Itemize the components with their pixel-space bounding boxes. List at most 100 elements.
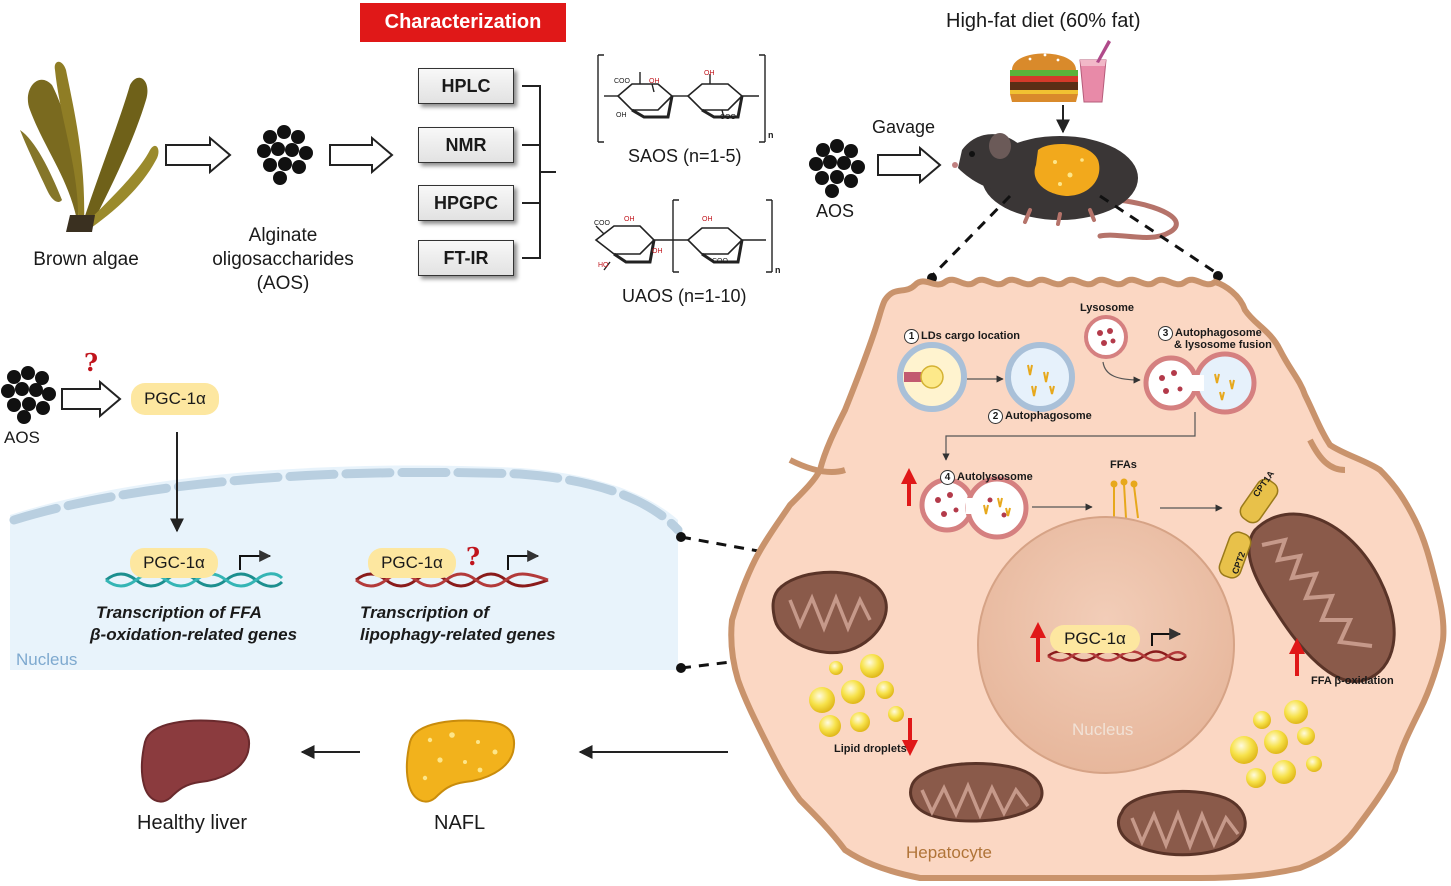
aos-dots-mechanism xyxy=(1,366,56,424)
method-box-ftir: FT-IR xyxy=(418,240,514,276)
ffa-oxidation-label: FFA β-oxidation xyxy=(1311,675,1394,687)
aos-mechanism-label: AOS xyxy=(4,428,40,447)
autophagosome-label: Autophagosome xyxy=(1005,410,1092,422)
methods-bracket xyxy=(522,85,556,259)
burger-illustration xyxy=(1010,53,1078,102)
lipid-droplets-label: Lipid droplets xyxy=(834,743,907,755)
cell-nucleus-label: Nucleus xyxy=(1072,720,1134,739)
uaos-oh-1: OH xyxy=(624,216,635,223)
lds-cargo-graphic xyxy=(897,342,967,412)
ffas-graphic xyxy=(1110,478,1139,519)
question-mark-pgc: ? xyxy=(84,348,99,377)
nucleus-panel-label: Nucleus xyxy=(16,650,78,669)
cpt2-protein xyxy=(1218,531,1252,579)
method-box-hpgpc: HPGPC xyxy=(418,185,514,221)
step-number-1: 1 xyxy=(904,329,919,344)
uaos-coo-1: COO xyxy=(594,220,610,227)
fusion-graphic xyxy=(1143,351,1257,415)
zoom-dot-nucleus-bottom xyxy=(676,663,686,673)
saos-coo-1: COO xyxy=(614,78,630,85)
hollow-arrow-1 xyxy=(165,135,232,175)
nafl-liver-illustration xyxy=(405,719,515,803)
uaos-oh-2: OH xyxy=(652,248,663,255)
zoom-line-right xyxy=(1099,194,1219,276)
pgc-pill-cell: PGC-1α xyxy=(1050,625,1140,653)
uaos-label: UAOS (n=1-10) xyxy=(622,286,747,306)
step-number-4: 4 xyxy=(940,470,955,485)
ffas-label: FFAs xyxy=(1110,459,1137,471)
step-number-2: 2 xyxy=(988,409,1003,424)
hollow-arrow-pgc xyxy=(61,379,122,419)
lipid-droplets-right xyxy=(1230,700,1322,788)
healthy-liver-label: Healthy liver xyxy=(137,812,248,834)
question-mark-lipophagy: ? xyxy=(466,542,481,571)
aos-gavage-label: AOS xyxy=(816,201,855,221)
mitochondrion-bottom-left xyxy=(909,762,1044,823)
saos-oh-1: OH xyxy=(649,78,660,85)
autophagosome-graphic xyxy=(1005,342,1075,412)
drink-illustration xyxy=(1079,40,1111,103)
uaos-oh-3: OH xyxy=(702,216,713,223)
gavage-label: Gavage xyxy=(872,117,936,137)
uaos-ho: HO xyxy=(598,262,609,269)
method-box-nmr: NMR xyxy=(418,127,514,163)
autophagy-process xyxy=(897,315,1257,540)
aos-dots-gavage xyxy=(809,139,865,198)
nafl-label: NAFL xyxy=(434,812,486,834)
brown-algae-label: Brown algae xyxy=(33,249,139,270)
fusion-label-line1: Autophagosome xyxy=(1175,327,1262,339)
healthy-liver-illustration xyxy=(140,719,250,803)
saos-label: SAOS (n=1-5) xyxy=(628,146,742,166)
dna-lipophagy xyxy=(355,550,549,588)
mitochondrion-left xyxy=(771,570,888,655)
cpt1a-protein xyxy=(1239,478,1279,524)
saos-n: n xyxy=(768,130,774,140)
fusion-label-line2: & lysosome fusion xyxy=(1174,339,1272,351)
lds-cargo-label: LDs cargo location xyxy=(921,330,1021,342)
lysosome-label: Lysosome xyxy=(1080,302,1135,314)
transcription-ffa-line2: β-oxidation-related genes xyxy=(90,625,298,644)
uaos-coo-2: COO xyxy=(712,258,728,265)
brown-algae-illustration xyxy=(20,61,159,232)
aos-label-line1: Alginate xyxy=(248,225,318,246)
uaos-n: n xyxy=(775,265,781,275)
saos-oh-2: OH xyxy=(616,112,627,119)
lysosome-graphic xyxy=(1084,315,1128,359)
method-box-hplc: HPLC xyxy=(418,68,514,104)
lipid-droplets-left xyxy=(809,654,904,737)
dna-cell-nucleus xyxy=(1047,628,1187,662)
zoom-dot-right xyxy=(1213,271,1223,281)
mitochondrion-large xyxy=(1218,478,1396,683)
diet-label: High-fat diet (60% fat) xyxy=(946,10,1141,32)
zoom-dot-nucleus-top xyxy=(676,532,686,542)
autolysosome-label: Autolysosome xyxy=(957,471,1033,483)
aos-dots-top xyxy=(257,125,313,185)
saos-oh-3: OH xyxy=(704,70,715,77)
saos-structure xyxy=(597,54,766,143)
dna-ffa xyxy=(105,550,284,588)
mitochondrion-bottom-right xyxy=(1117,789,1247,857)
step-number-3: 3 xyxy=(1158,326,1173,341)
uaos-structure xyxy=(594,199,773,273)
mouse-illustration xyxy=(952,133,1179,240)
characterization-title: Characterization xyxy=(360,3,566,42)
transcription-ffa-line1: Transcription of FFA xyxy=(96,603,262,622)
hollow-arrow-2 xyxy=(329,135,394,175)
transcription-lipo-line1: Transcription of xyxy=(360,603,490,622)
autolysosome-graphic xyxy=(919,476,1029,540)
hollow-arrow-gavage xyxy=(877,145,942,185)
zoom-line-left xyxy=(930,194,1012,278)
pgc-pill-top: PGC-1α xyxy=(131,383,219,415)
pgc-pill-ffa: PGC-1α xyxy=(130,548,218,578)
saos-coo-2: COO xyxy=(720,114,736,121)
transcription-lipo-line2: lipophagy-related genes xyxy=(360,625,556,644)
pgc-pill-lipophagy: PGC-1α xyxy=(368,548,456,578)
aos-label-line3: (AOS) xyxy=(256,273,310,294)
hepatocyte-label: Hepatocyte xyxy=(906,843,992,862)
